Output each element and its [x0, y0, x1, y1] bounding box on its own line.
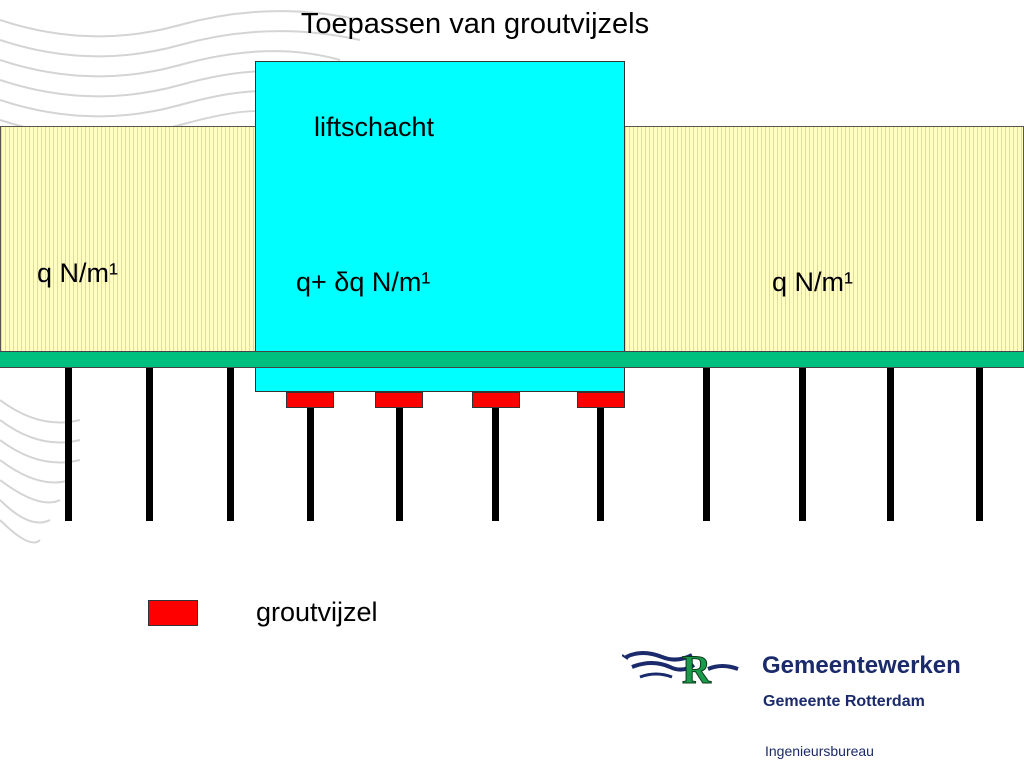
grout-jack — [286, 392, 334, 408]
pile — [396, 408, 403, 521]
grout-jack — [577, 392, 625, 408]
load-label-center: q+ δq N/m¹ — [296, 267, 431, 297]
legend-swatch — [148, 600, 198, 626]
organization-name: Gemeentewerken — [762, 652, 961, 679]
shaft-label: liftschacht — [314, 112, 435, 142]
pile — [227, 368, 234, 521]
load-label-right: q N/m¹ — [772, 267, 853, 297]
legend-label: groutvijzel — [256, 597, 378, 627]
soil-layer-left — [0, 126, 256, 352]
soil-layer-right — [624, 126, 1024, 352]
pile — [146, 368, 153, 521]
pile — [976, 368, 983, 521]
foundation-beam — [0, 351, 1024, 368]
grout-jack — [472, 392, 520, 408]
rotterdam-logo-icon: R — [622, 647, 739, 693]
grout-jack — [375, 392, 423, 408]
pile — [65, 368, 72, 521]
pile — [703, 368, 710, 521]
pile — [597, 408, 604, 521]
municipality-name: Gemeente Rotterdam — [763, 693, 925, 710]
pile — [799, 368, 806, 521]
page-title: Toepassen van groutvijzels — [300, 8, 650, 40]
load-label-left: q N/m¹ — [37, 258, 118, 288]
elevator-shaft — [255, 61, 625, 392]
pile — [307, 408, 314, 521]
pile — [887, 368, 894, 521]
pile — [492, 408, 499, 521]
department-name: Ingenieursbureau — [765, 743, 874, 759]
logo-letter: R — [682, 647, 712, 692]
